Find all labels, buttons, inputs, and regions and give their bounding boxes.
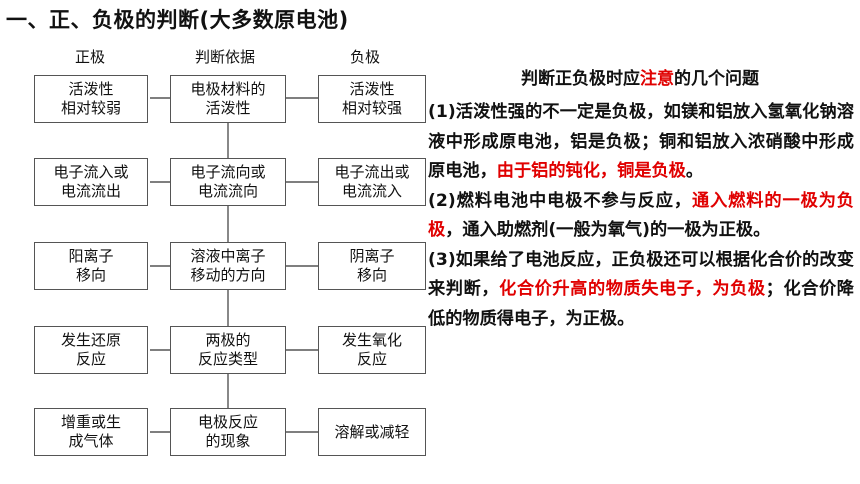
negative-text-1: 活泼性 相对较强 [341, 80, 402, 117]
note-3: (3)如果给了电池反应，正负极还可以根据化合价的改变来判断，化合价升高的物质失电… [428, 246, 854, 335]
note-1-highlight: 由于铝的钝化，铜是负极 [496, 161, 686, 181]
notes-title-suffix: 的几个问题 [674, 69, 759, 89]
positive-box-4: 发生还原 反应 [34, 326, 148, 374]
column-header-basis: 判断依据 [194, 48, 255, 66]
positive-text-4: 发生还原 反应 [60, 331, 121, 368]
basis-text-2: 电子流向或 电流流向 [190, 163, 266, 200]
note-2-text-a: (2)燃料电池中电极不参与反应， [428, 190, 692, 211]
negative-text-3: 阴离子 移向 [349, 247, 395, 284]
notes-title-prefix: 判断正负极时应 [521, 69, 640, 89]
note-3-highlight: 化合价升高的物质失电子，为负极 [499, 279, 766, 299]
basis-text-5: 电极反应 的现象 [197, 413, 258, 450]
negative-box-1: 活泼性 相对较强 [318, 75, 426, 123]
note-2-text-b: ，通入助燃剂(一般为氧气)的一极为正极。 [445, 220, 771, 240]
negative-text-5: 溶解或减轻 [334, 422, 410, 441]
note-1: (1)活泼性强的不一定是负极，如镁和铝放入氢氧化钠溶液中形成原电池，铝是负极；铜… [428, 98, 854, 187]
note-2-highlight: 通入燃料的一极为负极 [428, 190, 854, 241]
negative-box-4: 发生氧化 反应 [318, 326, 426, 374]
page-title: 一、正、负极的判断(大多数原电池) [6, 8, 349, 32]
note-1-text: (1)活泼性强的不一定是负极，如镁和铝放入氢氧化钠溶液中形成原电池，铝是负极；铜… [428, 102, 854, 181]
negative-text-4: 发生氧化 反应 [341, 331, 402, 368]
column-header-positive: 正极 [74, 48, 105, 66]
positive-box-1: 活泼性 相对较弱 [34, 75, 148, 123]
basis-box-1: 电极材料的 活泼性 [170, 75, 286, 123]
basis-text-4: 两极的 反应类型 [197, 331, 258, 368]
note-3-text-a: (3)如果给了电池反应，正负极还可以根据化合价的改变来判断， [428, 249, 854, 300]
note-3-text-b: ；化合价降低的物质得电子，为正极。 [428, 279, 854, 329]
basis-box-3: 溶液中离子 移动的方向 [170, 242, 286, 290]
negative-box-3: 阴离子 移向 [318, 242, 426, 290]
positive-box-2: 电子流入或 电流流出 [34, 158, 148, 206]
negative-text-2: 电子流出或 电流流入 [334, 163, 410, 200]
basis-text-3: 溶液中离子 移动的方向 [190, 247, 266, 284]
basis-box-4: 两极的 反应类型 [170, 326, 286, 374]
note-1-end: 。 [685, 161, 704, 181]
note-2: (2)燃料电池中电极不参与反应，通入燃料的一极为负极，通入助燃剂(一般为氧气)的… [428, 187, 854, 246]
notes-title-highlight: 注意 [640, 69, 674, 89]
positive-box-5: 增重或生 成气体 [34, 408, 148, 456]
notes-title: 判断正负极时应注意的几个问题 [430, 64, 850, 89]
positive-text-3: 阳离子 移向 [68, 247, 114, 284]
positive-text-5: 增重或生 成气体 [60, 413, 121, 450]
basis-box-5: 电极反应 的现象 [170, 408, 286, 456]
notes-body: (1)活泼性强的不一定是负极，如镁和铝放入氢氧化钠溶液中形成原电池，铝是负极；铜… [428, 98, 854, 334]
positive-box-3: 阳离子 移向 [34, 242, 148, 290]
positive-text-1: 活泼性 相对较弱 [60, 80, 121, 117]
negative-box-5: 溶解或减轻 [318, 408, 426, 456]
basis-text-1: 电极材料的 活泼性 [190, 80, 266, 117]
negative-box-2: 电子流出或 电流流入 [318, 158, 426, 206]
positive-text-2: 电子流入或 电流流出 [53, 163, 129, 200]
basis-box-2: 电子流向或 电流流向 [170, 158, 286, 206]
column-header-negative: 负极 [349, 48, 380, 66]
